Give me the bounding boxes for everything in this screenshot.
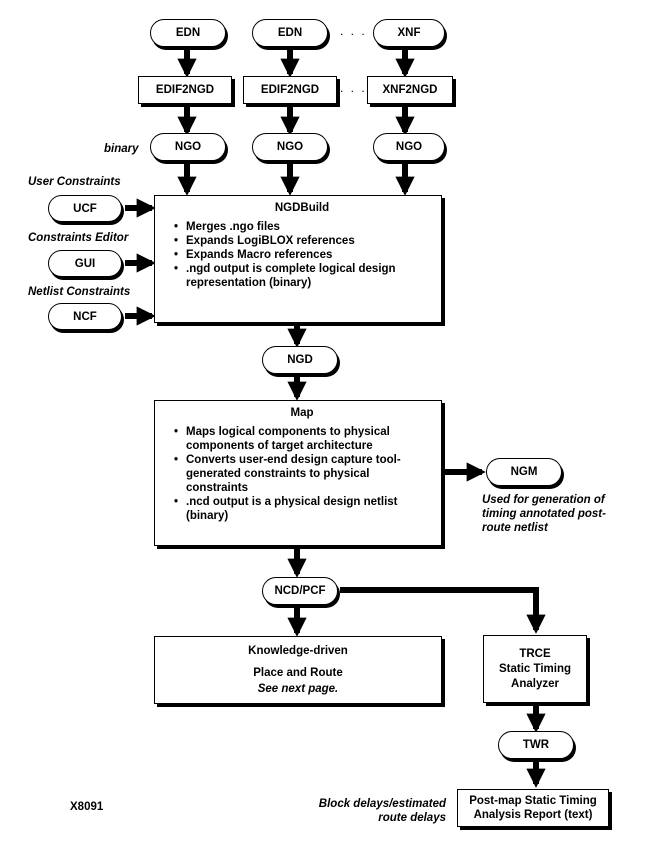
par-line-2: Place and Route [253, 667, 343, 679]
ngdbuild-item: .ngd output is complete logical design r… [174, 262, 431, 290]
ngo-1-label: NGO [174, 141, 202, 153]
ngm-file: NGM [486, 458, 562, 486]
report-note: Block delays/estimated route delays [318, 798, 446, 824]
ngd-label: NGD [287, 354, 313, 366]
gui-label: GUI [74, 257, 96, 270]
par-line-1: Knowledge-driven [248, 645, 348, 657]
ngo-file-2: NGO [252, 133, 328, 161]
report-box: Post-map Static Timing Analysis Report (… [457, 789, 609, 827]
twr-file: TWR [498, 731, 574, 759]
edn-source-1-label: EDN [175, 27, 201, 39]
map-item: .ncd output is a physical design netlist… [174, 495, 431, 523]
constraints-editor-label: Constraints Editor [28, 232, 129, 244]
trce-line-1: TRCE [519, 647, 551, 660]
map-item: Maps logical components to physical comp… [174, 425, 431, 453]
edif2ngd-box-1: EDIF2NGD [138, 76, 232, 104]
xnf2ngd-box: XNF2NGD [367, 76, 453, 104]
edn-source-1: EDN [150, 19, 226, 47]
map-item: Converts user-end design capture tool-ge… [174, 453, 431, 495]
edif2ngd-box-2: EDIF2NGD [243, 76, 337, 104]
trce-line-2: Static Timing [499, 662, 571, 675]
ncd-pcf-label: NCD/PCF [274, 585, 326, 597]
ngm-label: NGM [510, 466, 538, 478]
edn-source-2-label: EDN [277, 27, 303, 39]
edn-source-2: EDN [252, 19, 328, 47]
netlist-constraints-label: Netlist Constraints [28, 286, 131, 298]
place-and-route-box: Knowledge-driven Place and Route See nex… [154, 636, 442, 704]
binary-label: binary [104, 143, 139, 155]
ellipsis-middle: . . . [340, 81, 367, 95]
ngo-2-label: NGO [276, 141, 304, 153]
ngdbuild-list: Merges .ngo files Expands LogiBLOX refer… [173, 220, 431, 290]
map-title: Map [290, 407, 314, 419]
xnf-source: XNF [373, 19, 445, 47]
ngdbuild-item: Merges .ngo files [174, 220, 431, 234]
arrow-ncdpcf-trce [340, 587, 546, 634]
ucf-label: UCF [73, 202, 97, 215]
ngo-3-label: NGO [395, 141, 423, 153]
twr-label: TWR [522, 739, 550, 751]
figure-id: X8091 [70, 801, 104, 813]
ncd-pcf-file: NCD/PCF [262, 577, 338, 605]
ngo-file-3: NGO [373, 133, 445, 161]
par-see-next-page: See next page. [257, 683, 339, 695]
ngo-file-1: NGO [150, 133, 226, 161]
gui-file: GUI [48, 250, 122, 277]
ngdbuild-item: Expands Macro references [174, 248, 431, 262]
ellipsis-top: . . . [340, 24, 367, 38]
xnf2ngd-label: XNF2NGD [382, 84, 438, 96]
ngm-note: Used for generation of timing annotated … [482, 494, 606, 534]
user-constraints-label: User Constraints [28, 176, 121, 188]
trce-box: TRCE Static Timing Analyzer [483, 635, 587, 703]
report-label: Post-map Static Timing Analysis Report (… [469, 795, 597, 821]
ngd-file: NGD [262, 346, 338, 374]
ucf-file: UCF [48, 195, 122, 222]
ncf-label: NCF [73, 310, 97, 323]
trce-line-3: Analyzer [511, 677, 559, 690]
map-box: Map Maps logical components to physical … [154, 400, 442, 546]
ncf-file: NCF [48, 303, 122, 330]
xnf-source-label: XNF [397, 27, 421, 39]
ngdbuild-title: NGDBuild [274, 202, 330, 214]
ngdbuild-box: NGDBuild Merges .ngo files Expands LogiB… [154, 195, 442, 323]
map-list: Maps logical components to physical comp… [173, 425, 431, 523]
edif2ngd-1-label: EDIF2NGD [155, 84, 215, 96]
edif2ngd-2-label: EDIF2NGD [260, 84, 320, 96]
ngdbuild-item: Expands LogiBLOX references [174, 234, 431, 248]
